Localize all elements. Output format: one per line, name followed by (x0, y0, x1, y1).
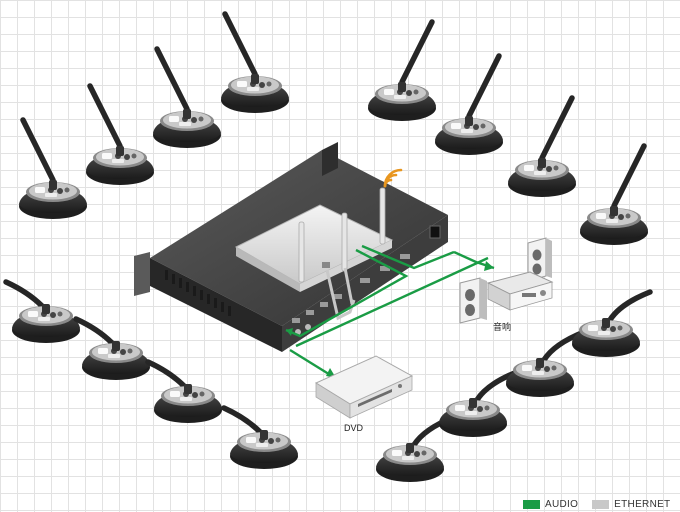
conference-microphone-icon (221, 11, 289, 113)
conference-microphone-icon (3, 279, 80, 343)
microphone-units (3, 11, 653, 482)
conference-microphone-icon (145, 359, 222, 423)
conference-microphone-icon (86, 83, 154, 185)
dvd-player-icon (314, 355, 414, 419)
conference-microphone-icon (439, 369, 520, 437)
conference-microphone-icon (368, 19, 436, 121)
dvd-label: DVD (344, 423, 364, 433)
legend-swatch (523, 499, 540, 509)
conference-microphone-icon (153, 46, 221, 148)
conference-microphone-icon (580, 143, 648, 245)
legend-swatch (592, 499, 610, 509)
conference-microphone-icon (221, 405, 298, 469)
wireless-access-point-icon (234, 187, 394, 292)
speaker-label: 音响 (493, 321, 511, 332)
legend-label: AUDIO (545, 498, 579, 510)
audio-cables (285, 244, 495, 378)
legend: AUDIO ETHERNET (523, 497, 680, 511)
wifi-signal-icon (383, 168, 403, 188)
conference-microphone-icon (508, 95, 576, 197)
conference-microphone-icon (73, 316, 150, 380)
speaker-icon (459, 237, 554, 324)
conference-microphone-icon (435, 53, 503, 155)
legend-item-audio: AUDIO (523, 499, 578, 510)
legend-item-ethernet: ETHERNET (592, 499, 670, 510)
legend-label: ETHERNET (614, 498, 671, 510)
conference-microphone-icon (19, 117, 87, 219)
conference-microphone-icon (572, 289, 653, 357)
